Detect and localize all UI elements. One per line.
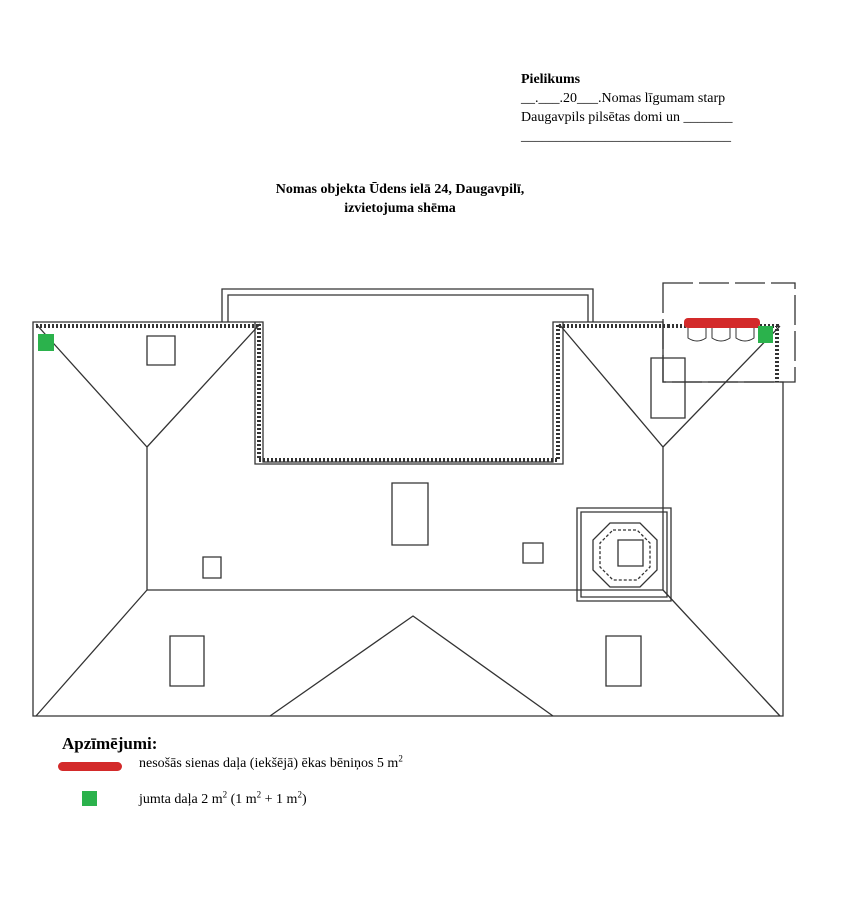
legend-heading: Apzīmējumi: [62,734,158,753]
load-bearing-wall-highlight [684,318,760,328]
roof-hatch-lower-right [605,635,642,687]
roof-hatch-small-right [522,542,544,564]
appendix-line-1: __.___.20___.Nomas līgumam starp [521,91,726,106]
turret-octagon-outer [592,522,658,588]
left-wing-skylight [146,335,176,366]
turret-octagon-inner [599,529,651,581]
ventilation-shafts [687,327,755,342]
legend-item-wall-text: nesošās sienas daļa (iekšējā) ēkas bēniņ… [139,756,399,771]
courtyard-parapet-outer [254,322,564,465]
title-line-1: Nomas objekta Ūdens ielā 24, Daugavpilī, [275,182,525,197]
roof-hatch-center [391,482,429,546]
appendix-line-2: Daugavpils pilsētas domi un _______ [521,110,733,125]
lower-gable [269,615,554,717]
right-hip-lines [558,323,781,717]
right-wing-skylight [650,357,686,419]
legend-red-swatch [58,762,122,771]
title-line-2: izvietojuma shēma [344,201,456,216]
roof-hatch-small-left [202,556,222,579]
appendix-block: Pielikums __.___.20___.Nomas līgumam sta… [521,70,733,146]
legend-item-roof-sup-3: 2 [297,789,302,800]
roof-part-highlight-right [758,326,773,343]
legend-item-roof-text-3: + 1 m [261,792,298,807]
legend-item-wall: nesošās sienas daļa (iekšējā) ēkas bēniņ… [139,753,403,772]
appendix-heading: Pielikums [521,72,581,87]
legend-item-wall-sup: 2 [398,753,403,764]
top-annex-outer [221,288,594,322]
roof-hatch-lower-left [169,635,205,687]
top-annex-inner [227,294,589,322]
legend-item-roof: jumta daļa 2 m2 (1 m2 + 1 m2) [139,789,307,808]
turret-frame-inner [580,511,668,598]
legend-item-roof-sup: 2 [222,789,228,800]
legend-item-roof-text-2: (1 m [227,792,257,807]
legend-item-roof-sup-2: 2 [256,789,262,800]
turret-frame-outer [576,507,672,602]
legend-item-roof-text-4: ) [301,792,307,807]
document-title: Nomas objekta Ūdens ielā 24, Daugavpilī,… [200,180,600,218]
roof-part-highlight-left [38,334,54,351]
turret-core [617,539,644,567]
appendix-line-3: ______________________________ [521,129,731,144]
legend-green-swatch [82,791,97,806]
left-hip-lines [35,323,261,717]
upper-right-annex-dashed [662,282,796,383]
legend-item-roof-text: jumta daļa 2 m [139,792,223,807]
courtyard-parapet-inner [257,324,560,462]
